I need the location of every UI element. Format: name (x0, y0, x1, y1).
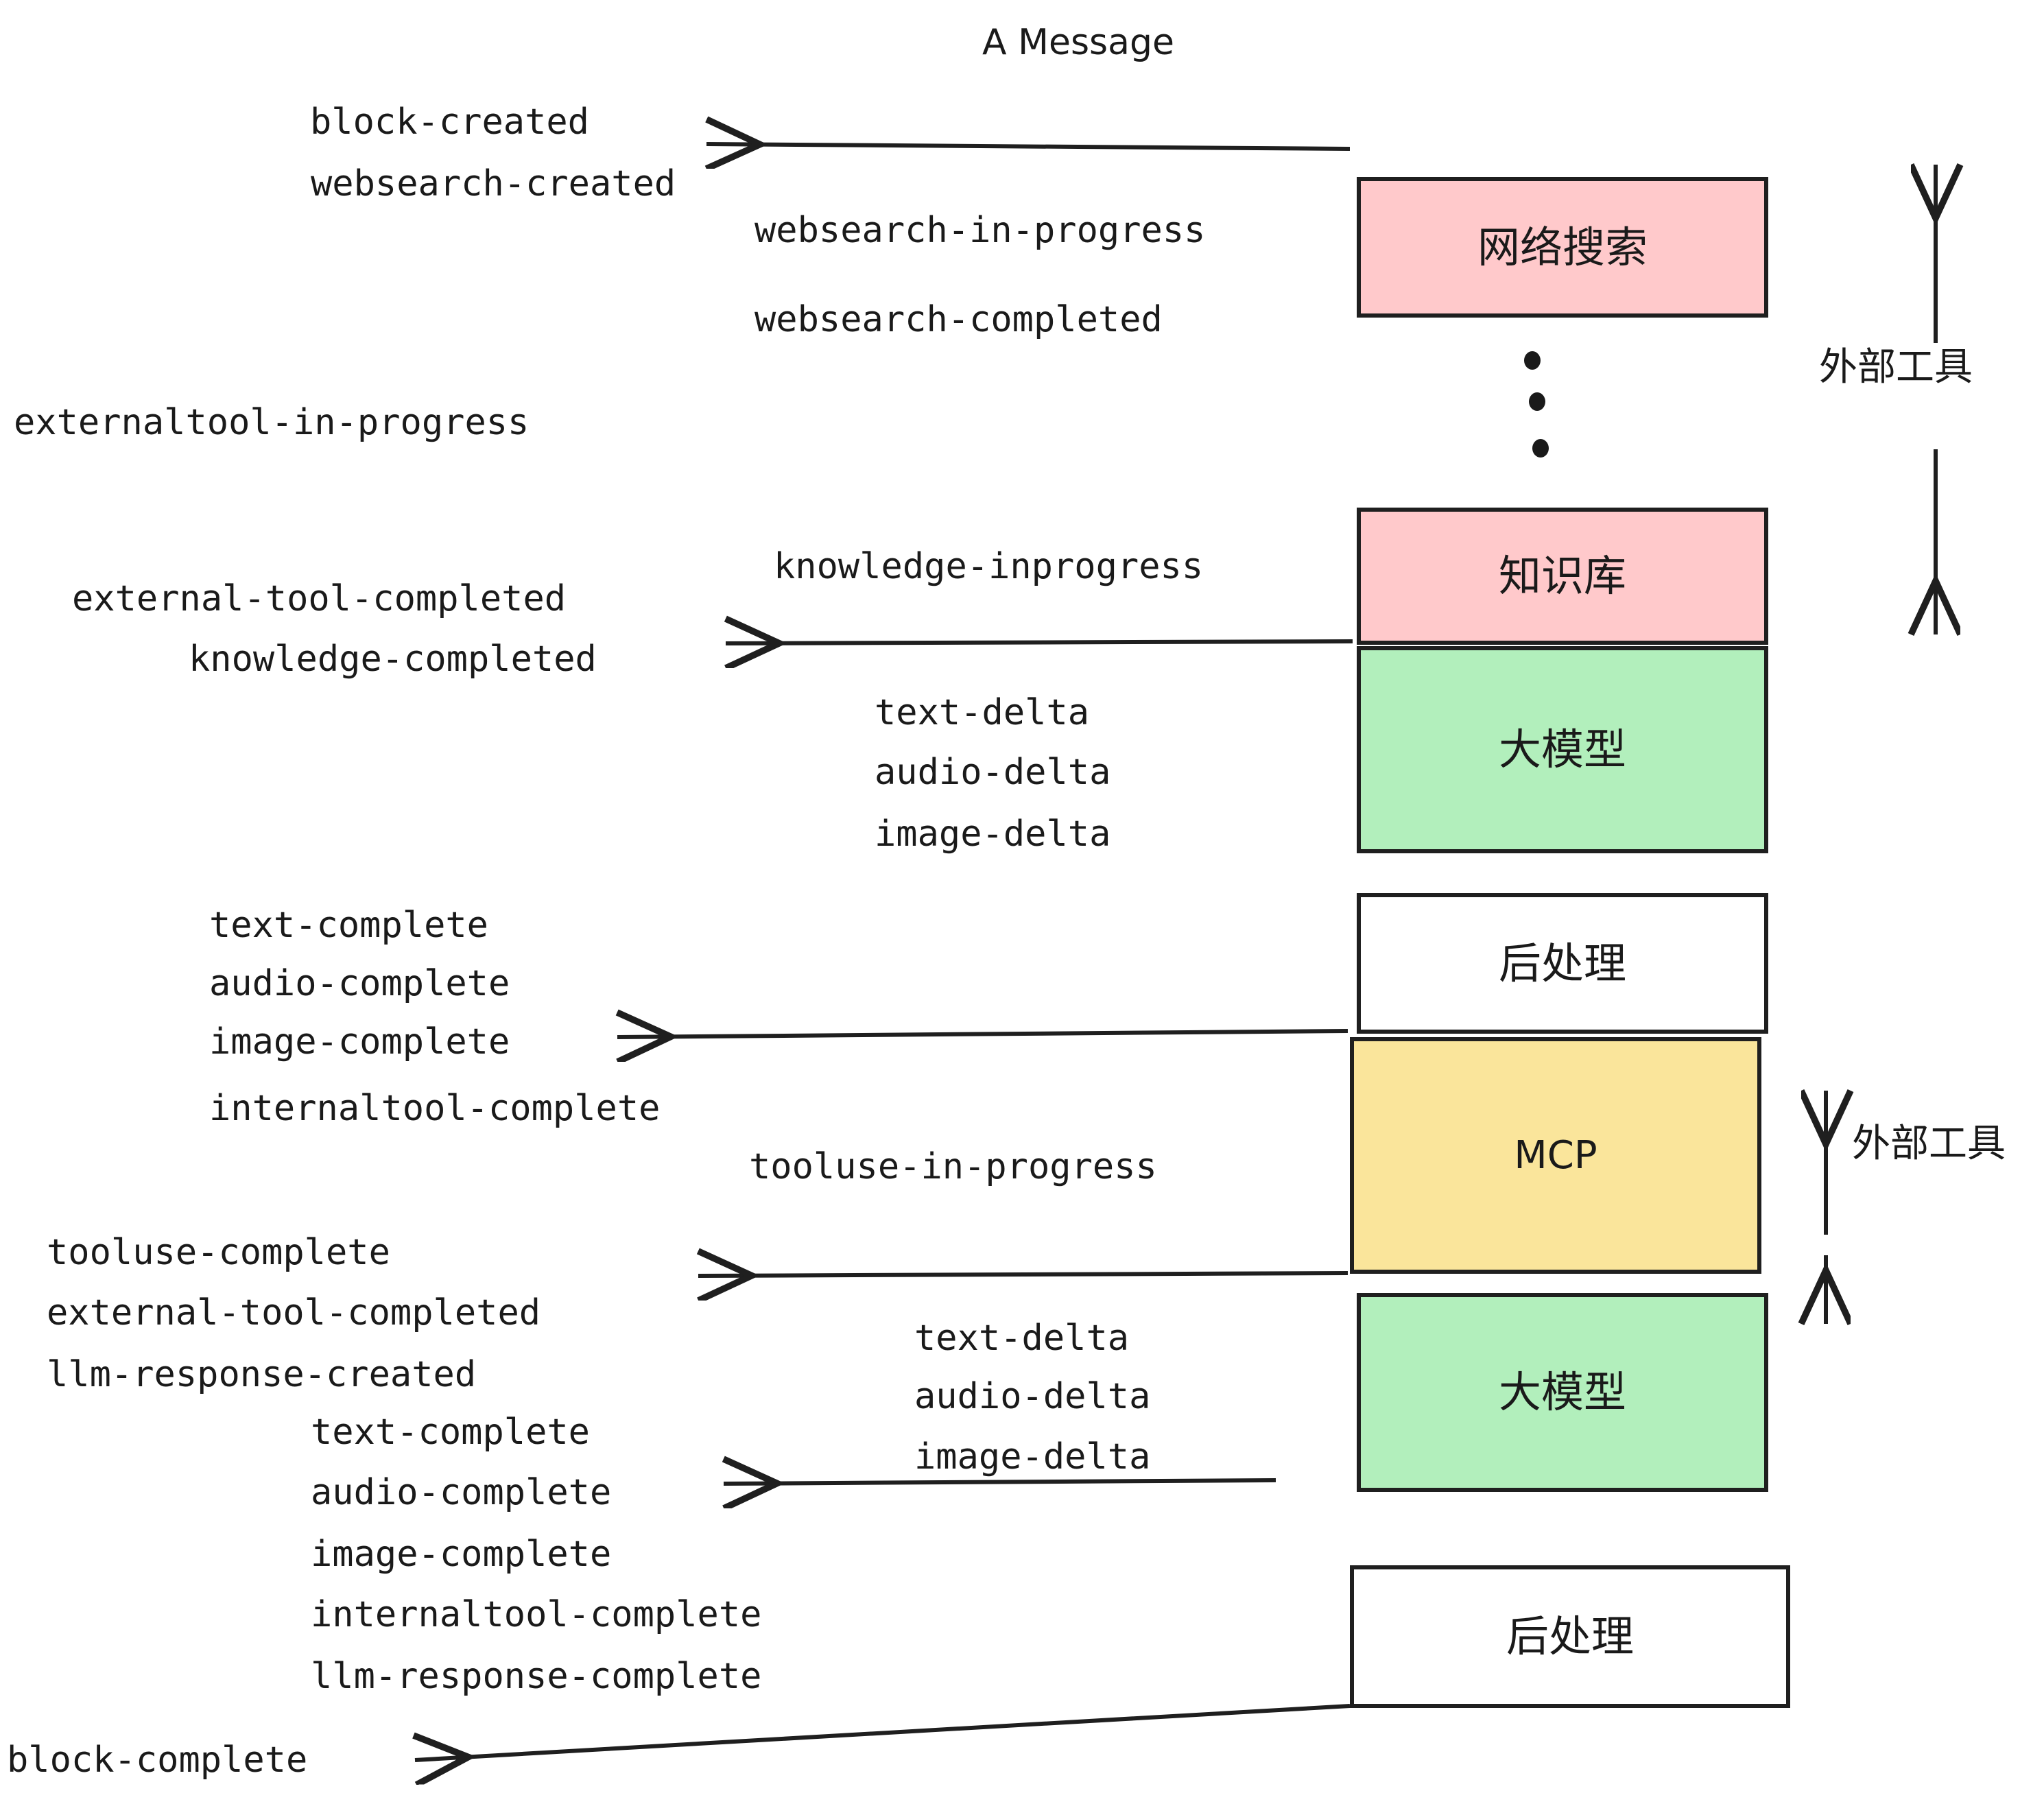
arrow-mcp-to-tooluse-complete (698, 1273, 1348, 1276)
event-block-created: block-created (310, 102, 589, 143)
event-text-delta-2: text-delta (914, 1318, 1130, 1359)
event-internaltool-complete-1: internaltool-complete (209, 1088, 661, 1129)
box-llm-2-label: 大模型 (1498, 1367, 1626, 1417)
event-audio-delta-2: audio-delta (914, 1376, 1151, 1417)
box-websearch-label: 网络搜索 (1477, 222, 1648, 272)
event-llm-response-created: llm-response-created (47, 1354, 477, 1395)
arrow-postprocess2-to-block-complete (415, 1704, 1351, 1760)
ellipsis-dot-2 (1529, 392, 1545, 411)
event-text-complete-1: text-complete (209, 905, 488, 946)
arrow-postprocess1-to-image-complete (617, 1031, 1348, 1037)
box-llm-2[interactable]: 大模型 (1357, 1293, 1768, 1492)
event-external-tool-completed-2: external-tool-completed (47, 1292, 541, 1333)
event-externaltool-in-progress: externaltool-in-progress (14, 402, 530, 443)
event-websearch-created: websearch-created (311, 163, 676, 204)
event-block-complete: block-complete (7, 1740, 308, 1781)
event-text-delta-1: text-delta (875, 692, 1090, 733)
box-postprocess-1-label: 后处理 (1498, 938, 1626, 988)
ellipsis-dot-1 (1524, 351, 1541, 370)
event-image-complete-2: image-complete (311, 1534, 612, 1575)
box-postprocess-1[interactable]: 后处理 (1357, 893, 1768, 1034)
event-websearch-completed: websearch-completed (754, 299, 1163, 340)
event-audio-delta-1: audio-delta (875, 752, 1111, 793)
event-internaltool-complete-2: internaltool-complete (311, 1594, 762, 1635)
external-tool-label-top: 外部工具 (1819, 345, 1973, 390)
box-llm-1[interactable]: 大模型 (1357, 646, 1768, 853)
box-websearch[interactable]: 网络搜索 (1357, 177, 1768, 318)
box-mcp[interactable]: MCP (1350, 1037, 1761, 1274)
event-image-delta-1: image-delta (875, 814, 1111, 855)
event-audio-complete-1: audio-complete (209, 963, 510, 1004)
event-tooluse-complete: tooluse-complete (47, 1232, 390, 1273)
event-image-complete-1: image-complete (209, 1021, 510, 1063)
event-text-complete-2: text-complete (311, 1412, 590, 1453)
box-llm-1-label: 大模型 (1498, 724, 1626, 774)
box-knowledge[interactable]: 知识库 (1357, 508, 1768, 645)
event-websearch-in-progress: websearch-in-progress (754, 210, 1206, 251)
arrow-websearch-to-created (706, 144, 1351, 149)
external-tool-label-bottom: 外部工具 (1852, 1121, 2006, 1166)
box-knowledge-label: 知识库 (1498, 551, 1626, 601)
box-mcp-label: MCP (1514, 1132, 1597, 1178)
arrow-llm2-to-audio-complete (724, 1480, 1276, 1484)
event-knowledge-completed: knowledge-completed (189, 639, 597, 680)
ellipsis-dot-3 (1532, 439, 1549, 458)
event-audio-complete-2: audio-complete (311, 1472, 612, 1513)
event-knowledge-inprogress: knowledge-inprogress (774, 546, 1204, 587)
event-external-tool-completed-1: external-tool-completed (72, 578, 567, 619)
page-title: A Message (982, 22, 1175, 63)
event-tooluse-in-progress: tooluse-in-progress (749, 1146, 1157, 1187)
event-image-delta-2: image-delta (914, 1436, 1151, 1477)
box-postprocess-2-label: 后处理 (1506, 1611, 1634, 1661)
arrow-knowledge-to-completed (726, 641, 1353, 643)
event-llm-response-complete: llm-response-complete (311, 1656, 762, 1697)
box-postprocess-2[interactable]: 后处理 (1350, 1565, 1790, 1708)
